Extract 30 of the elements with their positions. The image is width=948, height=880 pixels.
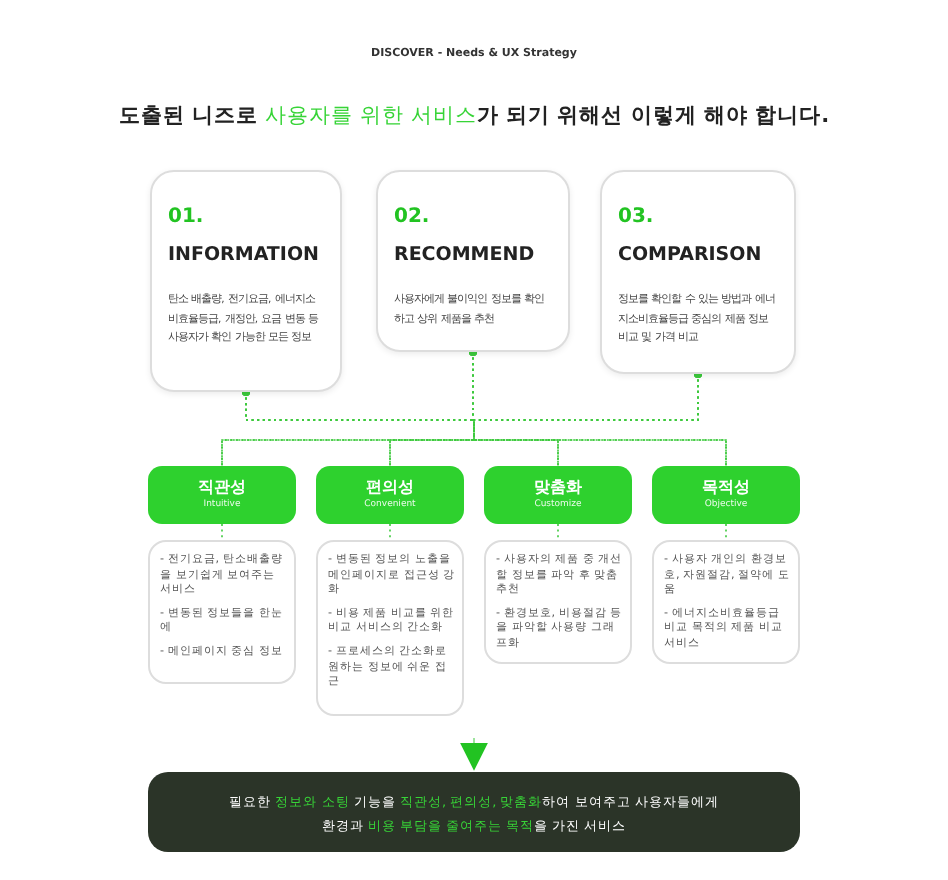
keyword: 목적성 [702, 478, 750, 496]
keyword-box [316, 466, 464, 524]
feature-list-box [148, 540, 296, 684]
step-number: 03. [618, 206, 654, 228]
page-title: 도출된 니즈로 사용자를 위한 서비스가 되기 위해선 이렇게 해야 합니다. [116, 102, 832, 130]
keyword: 직관성 [198, 478, 246, 496]
step-number: 01. [168, 206, 204, 228]
feature-list-box [316, 540, 464, 716]
keyword: 편의성 [366, 478, 414, 496]
connector-line [725, 523, 727, 541]
card-heading: RECOMMEND [394, 244, 535, 266]
step-number: 02. [394, 206, 430, 228]
card-heading: INFORMATION [168, 244, 319, 266]
connector-line [221, 523, 223, 541]
feature-list-box [484, 540, 632, 664]
keyword-box [652, 466, 800, 524]
connector-line [389, 523, 391, 541]
connector-line [557, 523, 559, 541]
connector-line [242, 388, 727, 467]
summary-box [148, 772, 800, 852]
down-arrow [460, 737, 488, 771]
keyword-box [484, 466, 632, 524]
info-card [600, 170, 796, 374]
keyword: 맞춤화 [534, 478, 582, 496]
keyword-box [148, 466, 296, 524]
connector-line [469, 348, 727, 467]
info-card [376, 170, 570, 352]
info-card [150, 170, 342, 392]
card-heading: COMPARISON [618, 244, 762, 266]
feature-list-box [652, 540, 800, 664]
